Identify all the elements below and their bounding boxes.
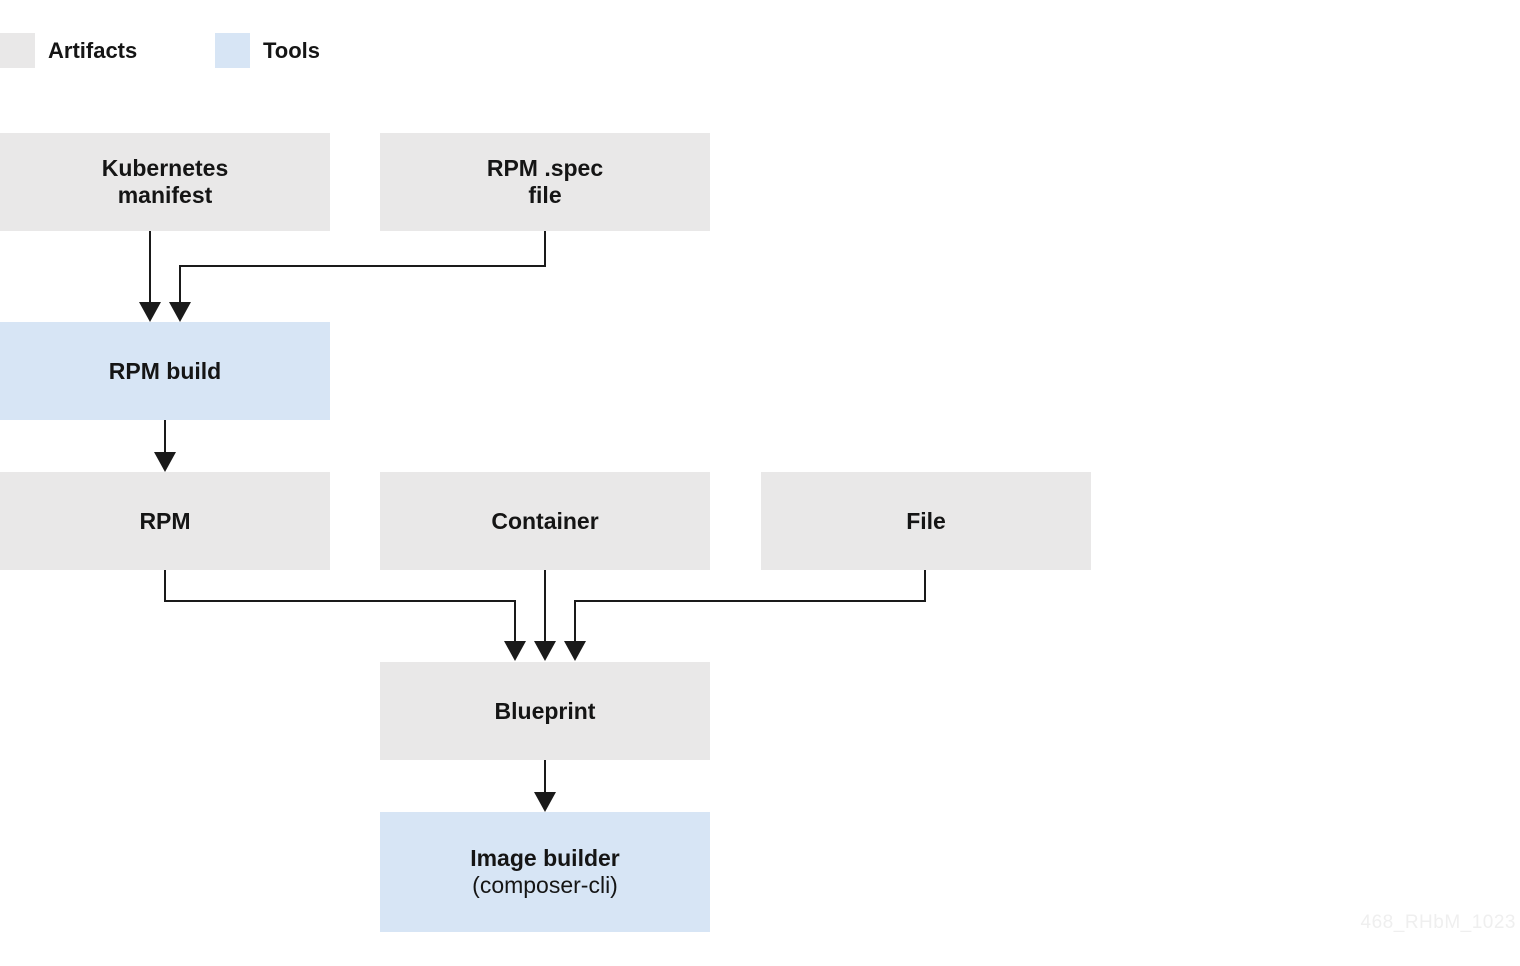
edge-rpm-spec-file-to-rpm-build xyxy=(169,231,546,322)
edge-file-to-blueprint xyxy=(564,570,926,661)
node-image-builder: Image builder (composer-cli) xyxy=(380,812,710,932)
node-label: Container xyxy=(491,507,599,534)
legend-artifacts-label: Artifacts xyxy=(48,38,138,63)
watermark-id: 468_RHbM_1023 xyxy=(1360,912,1516,933)
edge-rpm-build-to-rpm xyxy=(154,420,176,472)
edge-rpm-to-blueprint xyxy=(164,570,526,661)
node-label: Image builder xyxy=(470,845,620,871)
node-container: Container xyxy=(380,472,710,570)
legend-artifacts-swatch xyxy=(0,33,35,68)
node-label: file xyxy=(528,182,562,208)
legend-tools-swatch xyxy=(215,33,250,68)
node-label: Blueprint xyxy=(494,697,596,724)
node-rpm-build: RPM build xyxy=(0,322,330,420)
node-kubernetes-manifest: Kubernetes manifest xyxy=(0,133,330,231)
legend-tools-label: Tools xyxy=(263,38,321,63)
edge-kubernetes-manifest-to-rpm-build xyxy=(139,231,161,322)
node-rpm-spec-file: RPM .spec file xyxy=(380,133,710,231)
node-label: RPM .spec xyxy=(486,155,604,181)
edge-blueprint-to-image-builder xyxy=(534,760,556,812)
node-rpm: RPM xyxy=(0,472,330,570)
node-label: File xyxy=(906,507,946,534)
node-label: Kubernetes xyxy=(101,155,229,181)
node-sublabel: (composer-cli) xyxy=(472,872,618,898)
node-label: manifest xyxy=(117,182,213,208)
node-label: RPM build xyxy=(108,357,222,384)
node-label: RPM xyxy=(139,507,191,534)
edge-container-to-blueprint xyxy=(534,570,556,661)
node-blueprint: Blueprint xyxy=(380,662,710,760)
node-file: File xyxy=(761,472,1091,570)
